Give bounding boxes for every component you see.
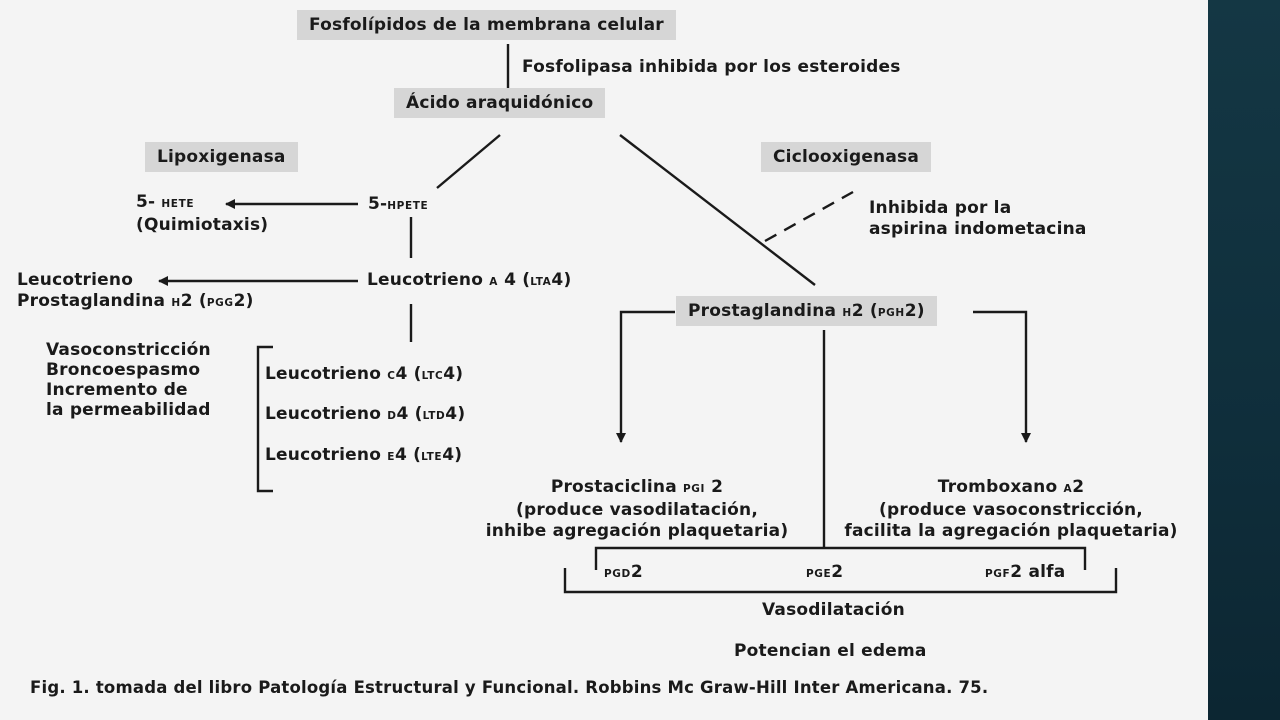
- node-leukotriene-c4: Leucotrieno C4 (LTC4): [265, 364, 464, 384]
- label-edema: Potencian el edema: [734, 641, 927, 661]
- node-5-hpete: 5-HPETE: [368, 194, 429, 214]
- node-leukotriene-pgg2: Leucotrieno Prostaglandina H2 (PGG2): [17, 270, 254, 311]
- diagram-connectors: [158, 44, 1118, 594]
- connector-arachidonic-to-pgh2: [619, 134, 816, 286]
- list-effects: Vasoconstricción Broncoespasmo Increment…: [46, 340, 211, 420]
- node-thromboxane: Tromboxano A2 (produce vasoconstricción,…: [844, 477, 1178, 541]
- node-prostacyclin: Prostaciclina PGI 2 (produce vasodilatac…: [485, 477, 789, 541]
- effect-item: Vasoconstricción: [46, 340, 211, 360]
- effect-item: la permeabilidad: [46, 400, 211, 420]
- diagram-canvas: Fosfolípidos de la membrana celular Fosf…: [17, 10, 1178, 697]
- bracket-outer: [563, 568, 1118, 594]
- figure-caption: Fig. 1. tomada del libro Patología Estru…: [30, 678, 989, 697]
- arrow-pgh2-to-thromboxane: [973, 310, 1031, 443]
- bracket-leukotrienes: [256, 345, 273, 493]
- effect-item: Broncoespasmo: [46, 360, 201, 380]
- node-pgd2: PGD2: [604, 562, 643, 582]
- arrow-pgh2-to-prostacyclin: [616, 310, 675, 443]
- connector-arachidonic-to-hpete: [436, 134, 501, 189]
- node-phospholipids: Fosfolípidos de la membrana celular: [297, 10, 676, 40]
- effect-item: Incremento de: [46, 380, 188, 400]
- label-phospholipase: Fosfolipasa inhibida por los esteroides: [522, 57, 901, 77]
- node-arachidonic-acid: Ácido araquidónico: [394, 88, 606, 118]
- node-leukotriene-e4: Leucotrieno E4 (LTE4): [265, 445, 463, 465]
- label-inhibited-aspirin: Inhibida por la aspirina indometacina: [869, 198, 1087, 239]
- label-cyclooxygenase: Ciclooxigenasa: [761, 142, 932, 172]
- slide-sidebar-band: [1208, 0, 1280, 720]
- node-leukotriene-a4: Leucotrieno A 4 (LTA4): [367, 270, 572, 290]
- label-lipoxygenase: Lipoxigenasa: [145, 142, 298, 172]
- label-vasodilation: Vasodilatación: [762, 600, 905, 620]
- node-leukotriene-d4: Leucotrieno D4 (LTD4): [265, 404, 466, 424]
- connector-inhibition-dashed: [764, 190, 854, 243]
- node-5-hete: 5- HETE (Quimiotaxis): [136, 192, 269, 235]
- node-pge2: PGE2: [806, 562, 844, 582]
- node-pgf2-alfa: PGF2 alfa: [985, 562, 1066, 582]
- bracket-inner: [594, 546, 1087, 570]
- node-prostaglandin-h2: Prostaglandina H2 (PGH2): [676, 296, 937, 326]
